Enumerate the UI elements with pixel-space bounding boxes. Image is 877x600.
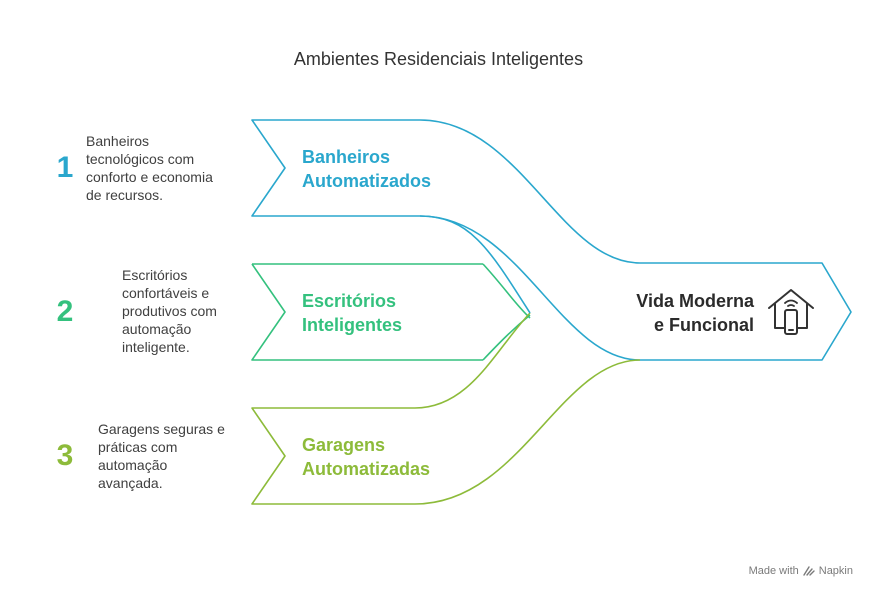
item-1-description: Banheiros tecnológicos com conforto e ec… <box>86 133 213 203</box>
item-3-description: Garagens seguras e práticas com automaçã… <box>98 421 225 491</box>
item-1-label: Banheiros Automatizados <box>302 147 432 191</box>
item-2-description: Escritórios confortáveis e produtivos co… <box>122 267 217 355</box>
credit-brand: Napkin <box>818 565 853 577</box>
napkin-credit[interactable]: Made with Napkin <box>749 565 853 577</box>
smart-home-icon <box>768 289 814 335</box>
chevron-2-curve <box>482 263 531 319</box>
chevron-2-shape <box>251 263 483 361</box>
item-3-label: Garagens Automatizadas <box>302 435 431 479</box>
chevron-1-shape <box>251 119 852 361</box>
napkin-logo-icon <box>803 566 815 576</box>
item-2-label: Escritórios Inteligentes <box>302 291 403 335</box>
item-1-number: 1 <box>56 151 74 184</box>
chevron-3-shape <box>251 312 641 505</box>
item-3-number: 3 <box>56 439 74 472</box>
item-2-number: 2 <box>56 295 74 328</box>
goal-label: Vida Moderna e Funcional <box>636 291 754 335</box>
diagram-title: Ambientes Residenciais Inteligentes <box>293 49 584 69</box>
credit-prefix: Made with <box>748 565 799 577</box>
